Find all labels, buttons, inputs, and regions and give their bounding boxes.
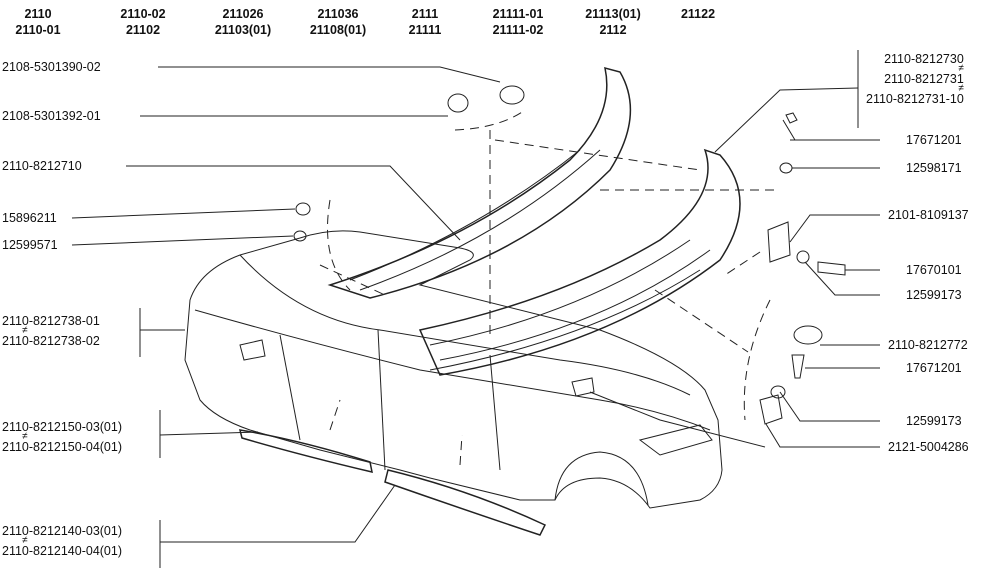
part-label: 12598171 xyxy=(906,161,962,175)
part-label: 17670101 xyxy=(906,263,962,277)
model-code: 21111-01 xyxy=(492,7,544,21)
part-label: 2110-8212731 xyxy=(884,72,964,86)
model-code: 211026 xyxy=(222,7,264,21)
model-code: 21113(01) xyxy=(585,7,641,21)
model-code: 21108(01) xyxy=(309,23,367,37)
model-code: 2110 xyxy=(24,7,52,21)
car-door-line-2 xyxy=(377,329,386,471)
car-door-line xyxy=(279,334,301,441)
model-code: 21111-02 xyxy=(492,23,544,37)
not-equal-symbol: ≠ xyxy=(22,325,28,336)
part-label-pair: 2110-8212150-03(01) ≠ 2110-8212150-04(01… xyxy=(2,420,122,454)
plug-part xyxy=(793,325,823,345)
model-column-5: 2111 21111 xyxy=(395,6,455,38)
part-label: 2110-8212772 xyxy=(888,338,968,352)
cap-part-1 xyxy=(499,85,525,105)
model-code: 2111 xyxy=(411,7,439,21)
part-label-pair: 2110-8212140-03(01) ≠ 2110-8212140-04(01… xyxy=(2,524,122,558)
clip-part-3 xyxy=(571,377,595,397)
washer-part xyxy=(293,230,307,242)
part-label: 2110-8212731-10 xyxy=(866,92,964,106)
door-molding-rear xyxy=(238,429,373,473)
car-front-grille xyxy=(638,424,713,456)
screw-part-1 xyxy=(782,112,798,141)
part-label: 2101-8109137 xyxy=(888,208,969,222)
wheel-arch-liner-lower xyxy=(418,148,741,376)
car-side-crease xyxy=(194,309,711,431)
model-column-1: 2110 2110-01 xyxy=(8,6,68,38)
screw-part-2 xyxy=(817,261,846,276)
washer-part-4 xyxy=(770,385,786,399)
car-rear-lamp xyxy=(239,339,266,361)
not-equal-symbol: ≠ xyxy=(22,431,28,442)
model-code: 2112 xyxy=(599,23,627,37)
nut-part xyxy=(295,202,311,216)
model-column-3: 211026 21103(01) xyxy=(205,6,281,38)
part-label: 15896211 xyxy=(2,211,57,225)
not-equal-symbol: ≠ xyxy=(22,535,28,546)
part-label: 2110-8212150-03(01) xyxy=(2,420,123,434)
washer-part-3 xyxy=(796,250,810,264)
part-label: 17671201 xyxy=(906,133,962,147)
not-equal-symbol: ≠ xyxy=(958,63,964,74)
model-column-8: 21122 xyxy=(668,6,728,22)
cap-part-2 xyxy=(447,93,469,113)
part-label: 2110-8212738-01 xyxy=(2,314,100,328)
part-label: 2108-5301390-02 xyxy=(2,60,101,74)
washer-part-2 xyxy=(779,162,793,174)
clip-part-2 xyxy=(759,394,783,425)
part-label: 2110-8212140-03(01) xyxy=(2,524,123,538)
part-label: 2108-5301392-01 xyxy=(2,109,101,123)
model-code: 21103(01) xyxy=(214,23,272,37)
part-label: 2110-8212710 xyxy=(2,159,82,173)
not-equal-symbol: ≠ xyxy=(958,83,964,94)
wheel-arch-liner-upper xyxy=(327,66,632,299)
model-code: 2110-01 xyxy=(15,23,61,37)
car-body-outline xyxy=(184,230,723,509)
part-label: 17671201 xyxy=(906,361,962,375)
car-roof-line xyxy=(239,254,691,396)
part-label: 12599571 xyxy=(2,238,58,252)
car-door-line-3 xyxy=(489,354,501,471)
model-code: 2110-02 xyxy=(120,7,166,21)
screw-part-3 xyxy=(791,354,805,379)
model-column-7: 21113(01) 2112 xyxy=(575,6,651,38)
part-label: 2110-8212730 xyxy=(884,52,964,66)
model-column-2: 2110-02 21102 xyxy=(108,6,178,38)
model-column-6: 21111-01 21111-02 xyxy=(480,6,556,38)
model-code: 21111 xyxy=(408,23,442,37)
part-label-pair: 2110-8212738-01 ≠ 2110-8212738-02 xyxy=(2,314,100,348)
model-code: 21122 xyxy=(680,7,716,21)
model-code: 21102 xyxy=(125,23,161,37)
model-column-4: 211036 21108(01) xyxy=(300,6,376,38)
part-label: 2110-8212140-04(01) xyxy=(2,544,123,558)
door-molding-front xyxy=(384,469,547,536)
part-label: 12599173 xyxy=(906,414,962,428)
part-label: 2110-8212738-02 xyxy=(2,334,100,348)
part-label: 2121-5004286 xyxy=(888,440,969,454)
clip-part xyxy=(767,221,791,263)
part-label-group: 2110-8212730 ≠ 2110-8212731 ≠ 2110-82127… xyxy=(866,52,964,106)
part-label: 12599173 xyxy=(906,288,962,302)
car-wheel-arch xyxy=(554,451,649,506)
part-label: 2110-8212150-04(01) xyxy=(2,440,123,454)
model-code: 211036 xyxy=(317,7,359,21)
